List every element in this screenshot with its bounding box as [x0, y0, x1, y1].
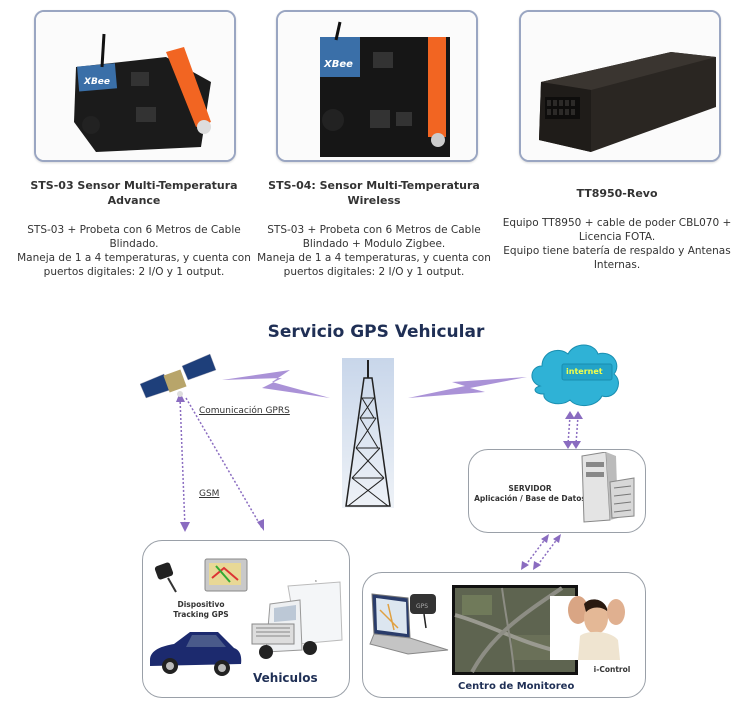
vehicles-label: Vehiculos	[253, 671, 318, 685]
desc-line: Blindado + Modulo Zigbee.	[302, 238, 446, 250]
device-label-line: Tracking GPS	[173, 610, 229, 619]
sensor-board-icon: XBee	[36, 12, 234, 160]
operators-image	[550, 596, 625, 660]
product-title: STS-03 Sensor Multi-Temperatura Advance	[14, 178, 254, 208]
desc-line: Equipo TT8950 + cable de poder CBL070 +	[502, 217, 732, 229]
gprs-link[interactable]: Comunicación GPRS	[199, 406, 290, 416]
gps-navigator-icon	[204, 558, 248, 592]
sensor-board-wireless-icon: XBee	[278, 12, 476, 160]
product-description: Equipo TT8950 + cable de poder CBL070 + …	[497, 216, 737, 272]
desc-line: Licencia FOTA.	[578, 231, 656, 243]
icontrol-label: i-Control	[593, 665, 631, 674]
product-image-sts04: XBee	[276, 10, 478, 162]
satellite-icon	[140, 353, 217, 399]
gsm-arrow	[179, 397, 186, 529]
cell-tower-icon	[342, 358, 394, 508]
gps-antenna-label: GPS	[416, 603, 428, 610]
product-description: STS-03 + Probeta con 6 Metros de Cable B…	[14, 223, 254, 279]
desc-line: STS-03 + Probeta con 6 Metros de Cable	[267, 224, 481, 236]
car-icon	[150, 632, 242, 676]
server-subtitle: Aplicación / Base de Datos	[474, 494, 586, 503]
gps-arrow	[185, 397, 263, 529]
desc-line: Maneja de 1 a 4 temperaturas, y cuenta c…	[17, 252, 251, 264]
gps-tracker-device-icon	[521, 12, 719, 160]
server-icon	[581, 452, 635, 523]
gsm-link[interactable]: GSM	[199, 489, 220, 499]
internet-label: internet	[566, 367, 603, 376]
product-title-line: Advance	[107, 194, 161, 207]
device-label: Dispositivo Tracking GPS	[166, 600, 236, 620]
desc-line: puertos digitales: 2 I/O y 1 output.	[283, 266, 465, 278]
desc-line: Blindado.	[109, 238, 159, 250]
product-title-line: Wireless	[347, 194, 401, 207]
gps-tracker-icon	[154, 562, 177, 593]
xbee-label: XBee	[323, 59, 353, 70]
laptop-icon: GPS	[369, 593, 449, 655]
product-title: STS-04: Sensor Multi-Temperatura Wireles…	[254, 178, 494, 208]
xbee-label: XBee	[83, 77, 110, 87]
diagram-title: Servicio GPS Vehicular	[267, 322, 485, 342]
truck-icon	[251, 580, 343, 659]
server-label: SERVIDOR Aplicación / Base de Datos	[470, 484, 590, 504]
desc-line: STS-03 + Probeta con 6 Metros de Cable	[27, 224, 241, 236]
product-image-sts03: XBee	[34, 10, 236, 162]
product-title: TT8950-Revo	[497, 186, 737, 201]
product-title-line: STS-03 Sensor Multi-Temperatura	[30, 179, 238, 192]
product-image-tt8950	[519, 10, 721, 162]
signal-beam-right	[408, 377, 527, 398]
signal-beam-left	[222, 370, 330, 398]
internet-cloud-icon	[531, 344, 619, 406]
desc-line: Maneja de 1 a 4 temperaturas, y cuenta c…	[257, 252, 491, 264]
server-title: SERVIDOR	[508, 484, 552, 493]
product-description: STS-03 + Probeta con 6 Metros de Cable B…	[254, 223, 494, 279]
desc-line: Internas.	[593, 259, 641, 271]
device-label-line: Dispositivo	[177, 600, 225, 609]
desc-line: puertos digitales: 2 I/O y 1 output.	[43, 266, 225, 278]
monitoring-label: Centro de Monitoreo	[458, 681, 575, 692]
product-title-line: TT8950-Revo	[576, 187, 658, 200]
product-title-line: STS-04: Sensor Multi-Temperatura	[268, 179, 480, 192]
desc-line: Equipo tiene batería de respaldo y Anten…	[503, 245, 731, 257]
